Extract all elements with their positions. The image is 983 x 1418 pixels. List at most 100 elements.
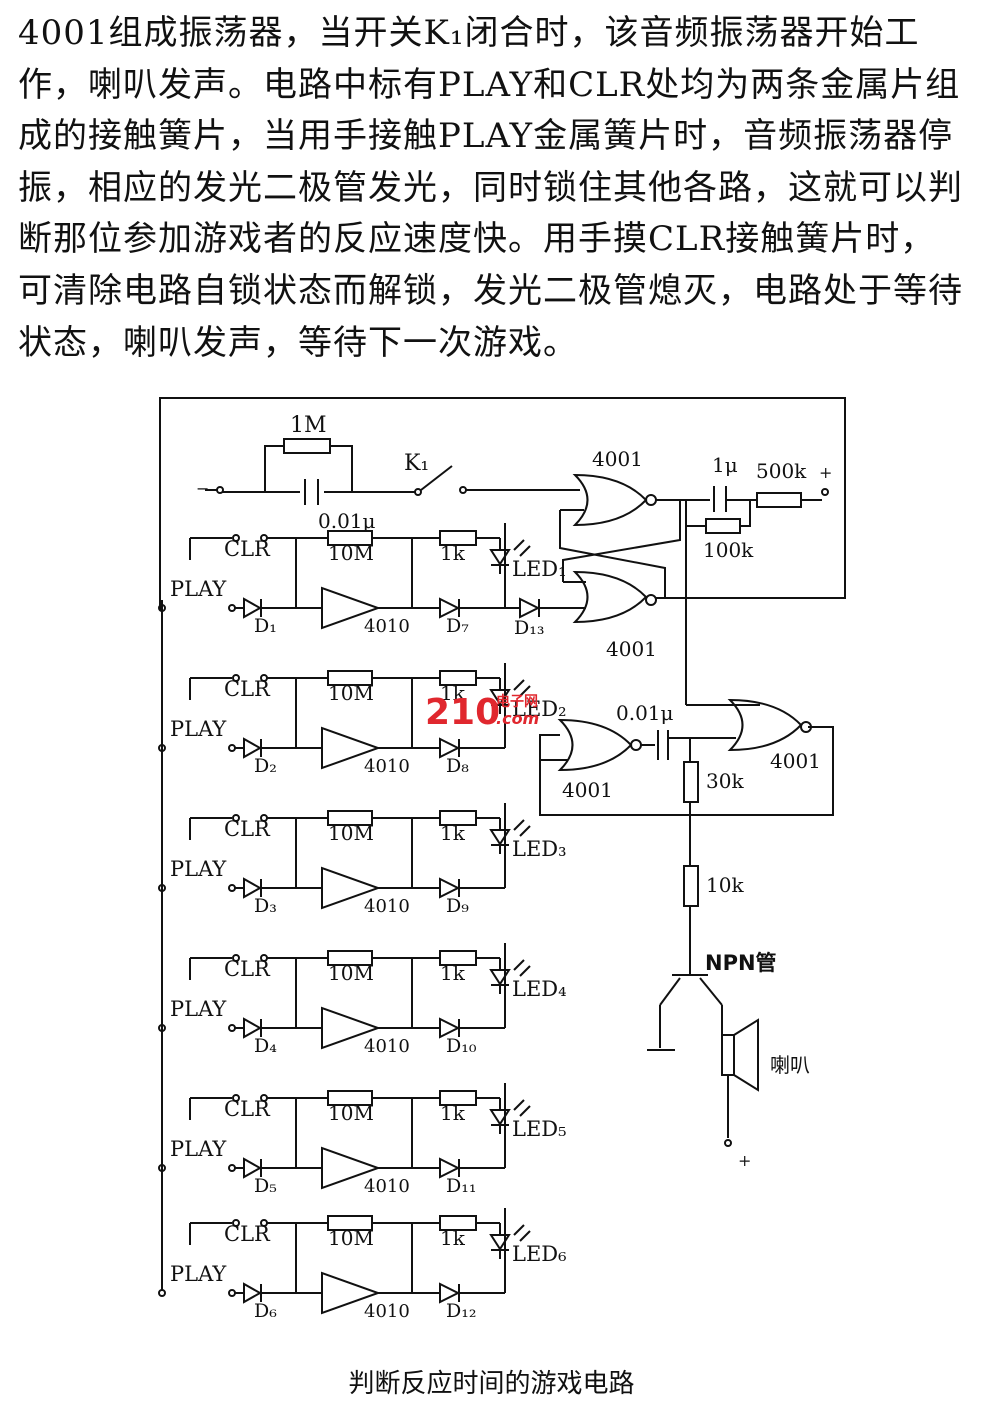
led-ray — [513, 1224, 525, 1236]
diode-in — [243, 1017, 263, 1039]
label-4010: 4010 — [364, 1036, 410, 1057]
play-contact-a — [158, 604, 166, 612]
label-4010: 4010 — [364, 1176, 410, 1197]
label-4001-driver-right: 4001 — [770, 749, 821, 773]
k1-contact-a — [414, 488, 422, 496]
nor-gate-top — [572, 473, 648, 527]
label-0.01u-driver: 0.01μ — [616, 701, 674, 725]
label-diode-in: D₄ — [254, 1035, 277, 1057]
label-diode-in: D₃ — [254, 895, 277, 917]
watermark-number: 210 — [425, 692, 500, 733]
figure-caption: 判断反应时间的游戏电路 — [348, 1369, 635, 1399]
label-led: LED₅ — [512, 1117, 567, 1141]
label-led: LED₄ — [512, 977, 567, 1001]
play-contact-b — [228, 744, 236, 752]
label-diode-out: D₁₁ — [446, 1175, 476, 1197]
buffer-4010 — [321, 1006, 381, 1050]
label-30k: 30k — [706, 769, 744, 793]
label-clr: CLR — [224, 1222, 271, 1246]
label-play: PLAY — [170, 857, 227, 881]
label-10m: 10M — [328, 961, 374, 985]
label-4010: 4010 — [364, 1301, 410, 1322]
clr-contact-a — [232, 814, 240, 822]
label-led: LED₆ — [512, 1242, 567, 1266]
label-diode-in: D₂ — [254, 755, 277, 777]
diode-out — [439, 1017, 461, 1039]
diode-out — [439, 877, 461, 899]
label-diode-in: D₁ — [254, 615, 277, 637]
label-10m: 10M — [328, 541, 374, 565]
label-led: LED₂ — [512, 697, 567, 721]
resistor-100k — [705, 518, 741, 534]
led-symbol — [489, 1109, 511, 1126]
clr-contact-a — [232, 1094, 240, 1102]
led-ray — [519, 545, 531, 557]
label-4001-top: 4001 — [592, 447, 643, 471]
label-diode-out: D₁₂ — [446, 1300, 476, 1322]
label-npn: NPN管 — [705, 951, 777, 975]
led-ray — [519, 1105, 531, 1117]
label-K1: K₁ — [404, 451, 429, 476]
play-contact-a — [158, 1024, 166, 1032]
label-clr: CLR — [224, 677, 271, 701]
terminal-plus-bottom — [724, 1139, 732, 1147]
led-symbol — [489, 1234, 511, 1251]
label-1k: 1k — [440, 681, 466, 705]
watermark-domain: .com — [496, 709, 539, 728]
label-10m: 10M — [328, 821, 374, 845]
label-minus: − — [196, 479, 209, 498]
led-ray — [513, 1099, 525, 1111]
play-contact-b — [228, 1289, 236, 1297]
play-contact-a — [158, 744, 166, 752]
speaker-body — [721, 1034, 735, 1076]
label-play: PLAY — [170, 1262, 227, 1286]
label-4001-bottom: 4001 — [606, 637, 657, 661]
label-100k: 100k — [703, 538, 754, 562]
label-1u: 1μ — [712, 453, 738, 477]
diode-in — [243, 597, 263, 619]
led-symbol — [489, 549, 511, 566]
play-contact-b — [228, 884, 236, 892]
label-d13: D₁₃ — [514, 617, 544, 639]
label-10m: 10M — [328, 1101, 374, 1125]
diode-d13 — [519, 597, 541, 619]
resistor-500k — [756, 492, 802, 508]
label-clr: CLR — [224, 537, 271, 561]
label-led: LED₃ — [512, 837, 567, 861]
label-diode-in: D₆ — [254, 1300, 277, 1322]
label-10m: 10M — [328, 1226, 374, 1250]
diode-in — [243, 1282, 263, 1304]
terminal-plus-top — [821, 488, 829, 496]
driver-labels: 0.01μ 4001 4001 30k 10k NPN管 喇叭 + — [562, 701, 821, 1170]
led-symbol — [489, 969, 511, 986]
led-ray — [513, 539, 525, 551]
diode-in — [243, 1157, 263, 1179]
label-clr: CLR — [224, 817, 271, 841]
label-plus-bottom: + — [738, 1151, 751, 1170]
label-speaker: 喇叭 — [770, 1053, 810, 1077]
play-contact-b — [228, 1024, 236, 1032]
clr-contact-a — [232, 674, 240, 682]
label-10m: 10M — [328, 681, 374, 705]
speaker-cone — [733, 1018, 759, 1092]
label-plus-top: + — [819, 463, 832, 482]
label-1k: 1k — [440, 961, 466, 985]
label-play: PLAY — [170, 577, 227, 601]
buffer-4010 — [321, 586, 381, 630]
diode-in — [243, 877, 263, 899]
label-play: PLAY — [170, 997, 227, 1021]
latch-gates — [559, 473, 829, 705]
led-ray — [513, 819, 525, 831]
label-clr: CLR — [224, 1097, 271, 1121]
resistor-30k — [683, 761, 699, 803]
play-contact-b — [228, 604, 236, 612]
label-500k: 500k — [756, 459, 807, 483]
label-diode-out: D₇ — [446, 615, 469, 637]
led-symbol — [489, 829, 511, 846]
buffer-4010 — [321, 1271, 381, 1315]
